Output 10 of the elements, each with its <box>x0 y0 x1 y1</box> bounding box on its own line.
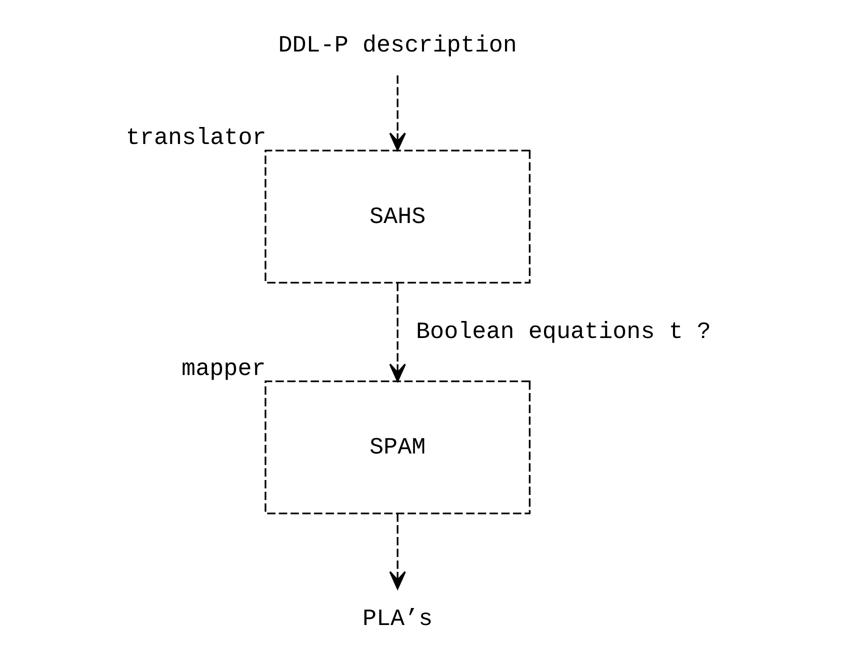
arrow <box>389 282 406 382</box>
edge-label: Boolean equations t ? <box>416 320 711 346</box>
node-label: translator <box>126 126 266 152</box>
node-text: PLA’s <box>362 606 433 633</box>
node-box: SPAM <box>264 380 531 514</box>
arrow <box>389 514 406 590</box>
node-label: mapper <box>182 356 266 383</box>
node-box: SAHS <box>264 150 531 284</box>
node-text: DDL-P description <box>278 33 517 60</box>
arrow <box>389 75 406 151</box>
